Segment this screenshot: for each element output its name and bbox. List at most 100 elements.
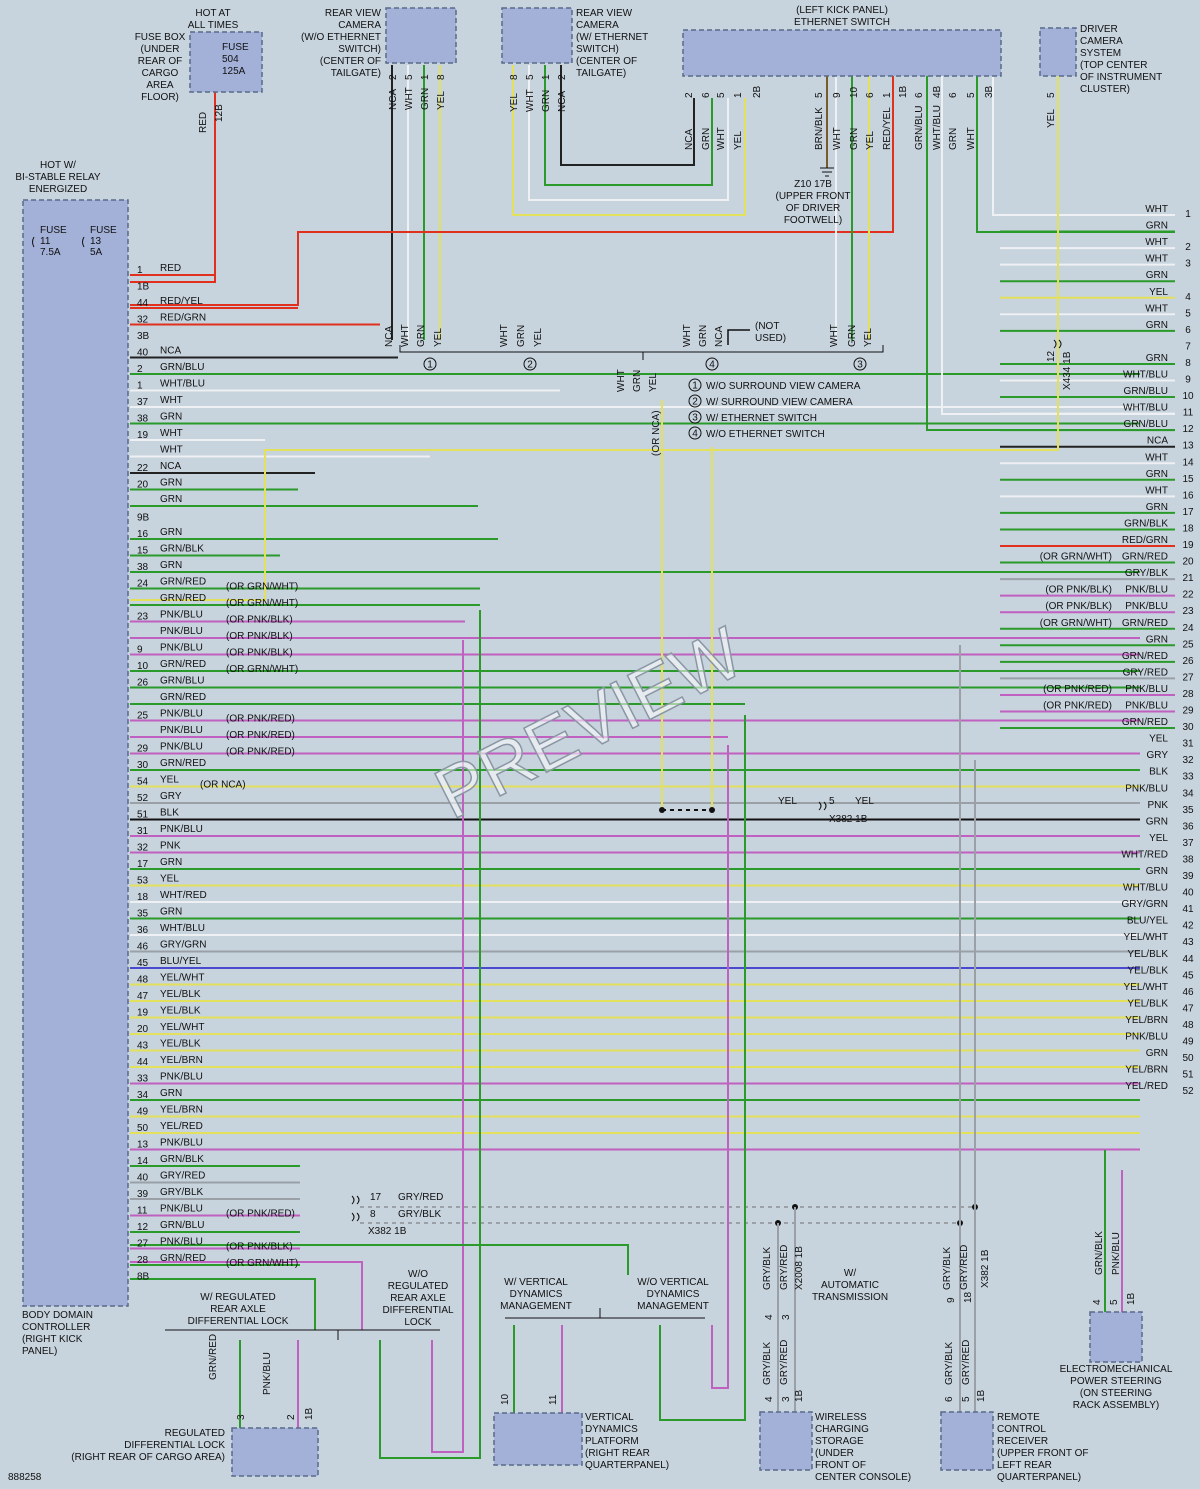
bdc-pin-number: 15 [137,546,149,557]
option-circle [853,357,867,371]
ref-wire-color: YEL/BLK [1127,998,1168,1009]
ref-wire-color: GRN [1146,634,1168,645]
x382-pin: 5 [829,796,835,807]
bdc-wire-color: GRN/RED [160,659,206,670]
ref-number: 28 [1182,689,1194,700]
x382-wire-color: GRY/BLK [398,1209,441,1220]
eth-pin-number: 6 [865,92,876,98]
bdc-pin-number: 19 [137,1008,149,1019]
splice-dot [709,807,715,813]
option-number: 3 [857,360,863,371]
bdc-alt-color: (OR PNK/BLK) [226,648,293,659]
bdc-wire-color: GRY/RED [160,1171,205,1182]
bdc-wire-color: GRN [160,560,182,571]
diff-bypass-grn [379,610,481,1459]
bdc-wire-color: GRN/BLU [160,362,204,373]
eth-pin-number: 1B [898,85,909,98]
bdc-wire-color: GRY/BLK [160,1187,203,1198]
option-number: 4 [692,429,698,440]
ref-alt-color: (OR GRN/WHT) [1040,552,1112,563]
not-used-arrow [727,329,750,345]
eps-pin-number: 5 [1109,1299,1120,1305]
group-label: LOCK [404,1317,432,1328]
option-circle [705,357,719,371]
column-color-label: YEL [433,328,444,347]
rear-view-camera-wo-label: SWITCH) [338,44,381,55]
option-circle [688,394,702,408]
eth-pin-number: 6 [948,92,959,98]
bdc-pin-number: 16 [137,529,149,540]
option-number: 1 [692,381,698,392]
ref-alt-color: (OR PNK/RED) [1043,701,1112,712]
ref-wire-color: GRN [1146,502,1168,513]
wireless-charging-storage [759,1411,813,1471]
bdc-pin-number: 12 [137,1222,149,1233]
eth-pin-color: BRN/BLK [814,107,825,150]
ref-wire-color: YEL [1149,833,1168,844]
bdc-alt-color: (OR PNK/BLK) [226,615,293,626]
ref-wire-color: WHT/RED [1121,849,1168,860]
ref-wire-color: PNK/BLU [1125,1032,1168,1043]
vdp-pin-number: 11 [548,1394,559,1405]
bdc-wire-color: PNK/BLU [160,824,203,835]
rcr-pin-number: 5 [961,1396,972,1402]
bdc-pin-number: 53 [137,876,149,887]
ref-number: 20 [1182,557,1194,568]
ref-wire-color: WHT/BLU [1123,883,1168,894]
bdc-pin-number: 28 [137,1255,149,1266]
diagram-id: 888258 [8,1472,42,1483]
bottom-column-color: GRY/BLK [942,1247,953,1290]
vdm-bypass-grn [659,715,746,1421]
ref-wire-color: WHT [1145,303,1168,314]
ref-number: 34 [1182,788,1194,799]
camera-pin-number: 2 [557,74,568,80]
driver-camera-wire [130,76,1059,601]
camera-wht-wire [528,65,729,201]
eps-label: RACK ASSEMBLY) [1073,1400,1160,1411]
not-used-label: USED) [755,333,786,344]
wcs-label: CENTER CONSOLE) [815,1472,911,1483]
bdc-wire-color: YEL/BRN [160,1055,203,1066]
driver-camera-connector: X434 1B [1062,351,1073,390]
eth-pin-number: 6 [701,92,712,98]
bdc-wire-color: GRN [160,857,182,868]
x382-wire-color: YEL [855,796,874,807]
x382-pin: 17 [370,1192,382,1203]
camera-yel-wire [512,65,746,216]
diff-bypass-pnk [431,640,464,1453]
ethernet-switch-label: (LEFT KICK PANEL) [796,5,888,16]
ref-number: 39 [1182,871,1194,882]
bottom-column-color: PNK/BLU [1111,1232,1122,1275]
bdc-pin-number: 13 [137,1140,149,1151]
bdc-pin-number: 48 [137,975,149,986]
ref-wire-color: PNK/BLU [1125,601,1168,612]
rear-view-camera-wo-label: TAILGATE) [331,68,381,79]
bdc-pin-number: 40 [137,348,149,359]
camera-pin-color: GRN [420,88,431,110]
ref-wire-color: YEL/BRN [1125,1065,1168,1076]
ref-wire-color: GRN/RED [1122,618,1168,629]
ref-wire-color: PNK/BLU [1125,684,1168,695]
eth-pin-number: 2B [752,85,763,98]
ref-number: 23 [1182,606,1194,617]
ref-wire-color: GRN [1146,270,1168,281]
bdc-pin-number: 26 [137,678,149,689]
bdc-wire-color: WHT/RED [160,890,207,901]
bdc-pin-number: 45 [137,958,149,969]
bdc-alt-color: (OR PNK/RED) [226,714,295,725]
rear-view-camera-wo-label: REAR VIEW [325,8,382,19]
vdp-pin-number: 10 [500,1393,511,1405]
ref-wire-color: YEL/WHT [1124,932,1168,943]
ref-wire-color: PNK/BLU [1125,783,1168,794]
bdc-pin-number: 8B [137,1272,150,1283]
ref-number: 25 [1182,639,1194,650]
eth-pin-color: YEL [865,131,876,150]
eth-pin-color: RED/YEL [882,107,893,150]
camera-grn-wire [544,65,713,186]
ref-wire-color: GRN/RED [1122,552,1168,563]
group-label: DYNAMICS [647,1289,700,1300]
bdc-wire-color: GRN/RED [160,577,206,588]
bdc-pin-number: 9B [137,513,150,524]
bdc-pin-number: 14 [137,1156,149,1167]
camera-pin-number: 1 [420,74,431,80]
